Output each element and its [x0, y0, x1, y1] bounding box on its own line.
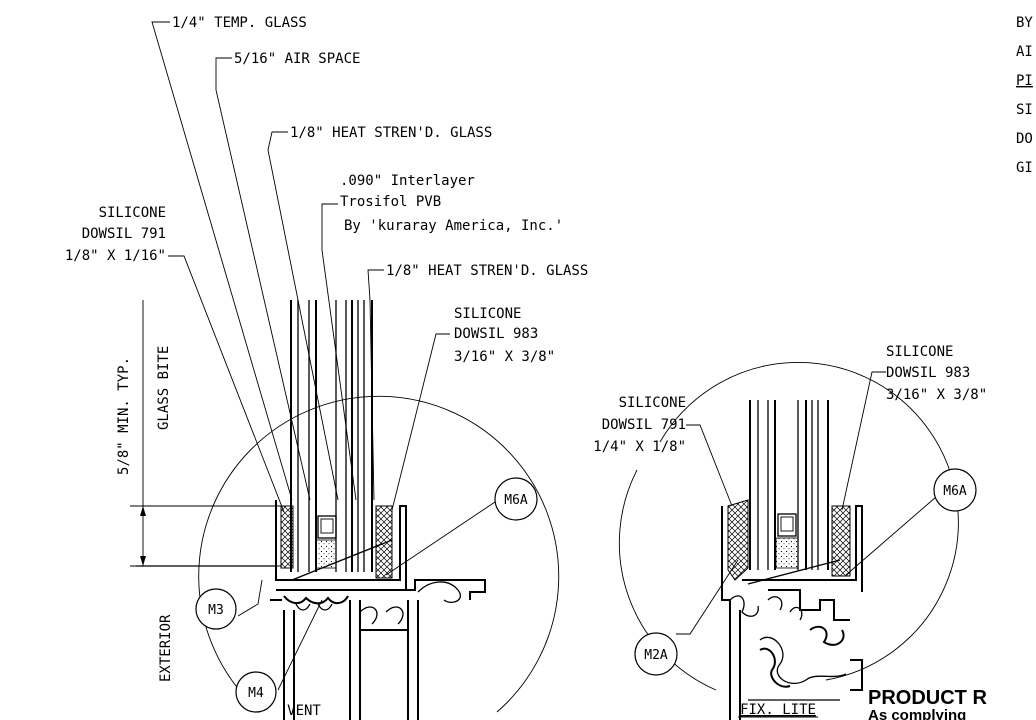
- svg-text:M6A: M6A: [943, 484, 967, 499]
- glass-bite-label-2: GLASS BITE: [156, 346, 172, 430]
- bubble-m4: M4: [235, 671, 277, 713]
- product-stamp: PRODUCT R As complying: [868, 687, 987, 720]
- bubble-m3: M3: [195, 588, 237, 630]
- note-line-1: BY: [1016, 15, 1033, 31]
- vent-detail: 5/8" MIN. TYP. GLASS BITE EXTERIOR 1/4" …: [65, 15, 588, 720]
- fix-sil791-label-2: DOWSIL 791: [602, 417, 686, 433]
- fix-lite-silicone-791: [727, 499, 749, 581]
- vent-frame: [270, 500, 486, 720]
- fix-lite-detail: SILICONE DOWSIL 791 1/4" X 1/8" SILICONE…: [593, 344, 987, 720]
- note-line-4: SI: [1016, 102, 1033, 118]
- product-subtitle: As complying: [868, 707, 966, 720]
- fix-lite-leaders: [676, 371, 937, 635]
- note-line-2: AI: [1016, 44, 1033, 60]
- heat-glass-label-1: 1/8" HEAT STREN'D. GLASS: [290, 125, 492, 141]
- vent-sil791-label-3: 1/8" X 1/16": [65, 248, 166, 264]
- note-line-6: GI: [1016, 160, 1033, 176]
- fix-lite-frame: [721, 505, 863, 720]
- fix-lite-caption: FIX. LITE: [740, 702, 816, 718]
- vent-sil983-label-3: 3/16" X 3/8": [454, 349, 555, 365]
- air-space-label: 5/16" AIR SPACE: [234, 51, 360, 67]
- vent-leaders: [151, 21, 499, 691]
- bubble-m6a-right: M6A: [933, 468, 977, 512]
- interlayer-label-3: By 'kuraray America, Inc.': [344, 218, 563, 234]
- vent-sil983-label-1: SILICONE: [454, 306, 521, 322]
- glass-bite-dimension: 5/8" MIN. TYP. GLASS BITE EXTERIOR: [116, 300, 282, 682]
- temp-glass-label: 1/4" TEMP. GLASS: [172, 15, 307, 31]
- fix-lite-detail-circle: [659, 361, 959, 681]
- svg-text:M2A: M2A: [644, 648, 668, 663]
- fix-sil983-label-1: SILICONE: [886, 344, 953, 360]
- vent-silicone-791: [280, 505, 294, 569]
- fix-sil791-label-1: SILICONE: [619, 395, 686, 411]
- heat-glass-label-2: 1/8" HEAT STREN'D. GLASS: [386, 263, 588, 279]
- fix-sil983-label-3: 3/16" X 3/8": [886, 387, 987, 403]
- bubble-m2a: M2A: [634, 632, 678, 676]
- product-title: PRODUCT R: [868, 687, 987, 709]
- vent-sil791-label-1: SILICONE: [99, 205, 166, 221]
- svg-text:M4: M4: [248, 686, 264, 701]
- vent-caption: VENT: [287, 703, 321, 719]
- interlayer-label-2: Trosifol PVB: [340, 194, 441, 210]
- vent-sil983-label-2: DOWSIL 983: [454, 326, 538, 342]
- note-line-5: DO: [1016, 131, 1033, 147]
- exterior-label: EXTERIOR: [158, 614, 174, 682]
- vent-sil791-label-2: DOWSIL 791: [82, 226, 166, 242]
- vent-detail-circle: [198, 395, 560, 713]
- note-line-3: PI: [1016, 73, 1033, 89]
- fix-lite-silicone-983: [831, 505, 851, 577]
- fix-sil791-label-3: 1/4" X 1/8": [593, 439, 686, 455]
- svg-text:M3: M3: [208, 603, 224, 618]
- vent-glass-lites: [290, 300, 373, 572]
- clipped-notes: BY AI PI SI DO GI: [1016, 15, 1033, 176]
- fix-sil983-label-2: DOWSIL 983: [886, 365, 970, 381]
- vent-silicone-983: [375, 505, 393, 579]
- bubble-m6a-left: M6A: [494, 477, 538, 521]
- svg-text:M6A: M6A: [504, 493, 528, 508]
- glass-bite-label-1: 5/8" MIN. TYP.: [116, 357, 132, 475]
- fix-lite-glass-lites: [749, 400, 829, 570]
- interlayer-label-1: .090" Interlayer: [340, 173, 475, 189]
